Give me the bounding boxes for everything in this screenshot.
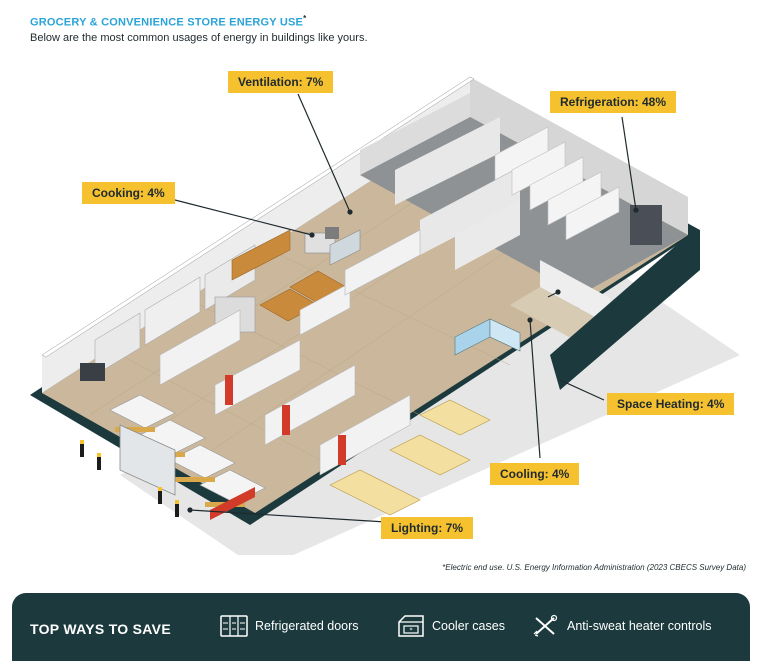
store-illustration <box>30 76 740 555</box>
way-anti-sweat-heater-controls: Anti-sweat heater controls <box>532 613 712 639</box>
partition-wall <box>395 117 500 205</box>
footer-title: TOP WAYS TO SAVE <box>30 621 171 637</box>
heater-controls-icon <box>533 614 558 637</box>
svg-text:*: * <box>410 627 413 634</box>
refrigerated-doors-icon <box>220 615 248 637</box>
right-wall <box>550 230 700 390</box>
page-title: GROCERY & CONVENIENCE STORE ENERGY USE* <box>30 14 307 29</box>
source-note: *Electric end use. U.S. Energy Informati… <box>442 563 746 572</box>
ventilation-label: Ventilation: 7% <box>228 71 334 93</box>
way-cooler-cases: * Cooler cases <box>397 613 505 639</box>
way-label: Anti-sweat heater controls <box>567 619 712 633</box>
callout-lines <box>174 93 639 523</box>
freezer-cases <box>329 399 491 516</box>
lighting-label: Lighting: 7% <box>381 517 473 539</box>
back-room-shelves <box>494 126 620 241</box>
space-heating-label: Space Heating: 4% <box>607 393 735 415</box>
cooling-label: Cooling: 4% <box>490 463 580 485</box>
cooler-case <box>454 318 521 356</box>
store-aisles <box>159 229 421 476</box>
page-subtitle: Below are the most common usages of ener… <box>30 32 368 44</box>
cooler-case-icon: * <box>398 615 424 637</box>
refrigeration-label: Refrigeration: 48% <box>550 91 677 113</box>
cooking-label: Cooking: 4% <box>82 182 175 204</box>
top-ways-to-save-banner: TOP WAYS TO SAVE Refrigerated doors * Co… <box>12 593 750 661</box>
way-label: Refrigerated doors <box>255 619 359 633</box>
cooking-equipment <box>304 227 361 266</box>
bollards <box>80 440 179 517</box>
way-label: Cooler cases <box>432 619 505 633</box>
way-refrigerated-doors: Refrigerated doors <box>220 613 359 639</box>
office-wall <box>455 200 520 270</box>
